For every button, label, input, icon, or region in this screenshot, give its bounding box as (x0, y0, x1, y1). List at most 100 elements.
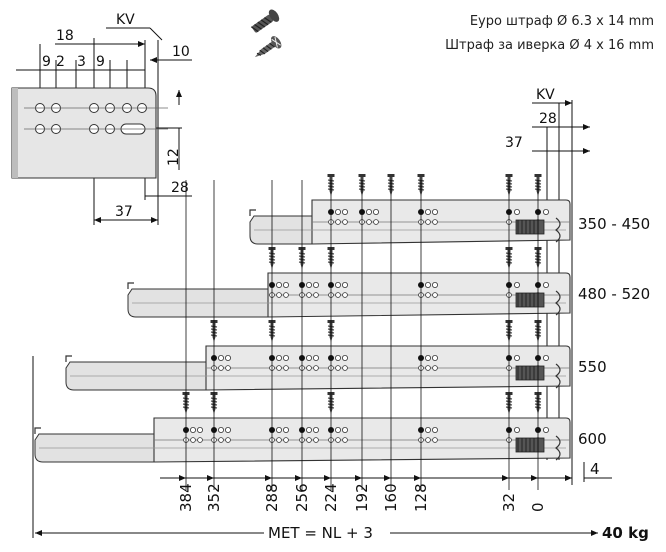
hole (543, 208, 550, 215)
end-clip (555, 217, 561, 243)
screw-head (327, 174, 335, 177)
hole (373, 219, 379, 225)
position-label: 32 (500, 493, 518, 512)
hole (366, 219, 372, 225)
hole (283, 437, 289, 443)
dimension-arrow (531, 475, 538, 481)
range-label-600: 600 (578, 430, 607, 448)
dimension-arrow (295, 475, 302, 481)
hole (306, 365, 312, 371)
end-clip (555, 290, 561, 316)
slide-row (34, 392, 571, 463)
hole (334, 281, 341, 288)
hole (341, 208, 348, 215)
detail-kv-label: KV (116, 12, 135, 28)
hole (514, 354, 521, 361)
hole (432, 292, 438, 298)
rail-hook (127, 282, 134, 289)
position-label: 256 (293, 483, 311, 512)
hole (283, 365, 289, 371)
right-kv-label: KV (536, 87, 555, 103)
hole (312, 426, 319, 433)
dimension-arrow (207, 475, 214, 481)
load-label: 40 kg (602, 524, 649, 542)
hole (365, 208, 372, 215)
dim-4-label: 4 (590, 460, 600, 478)
hole (424, 208, 431, 215)
hole (335, 365, 341, 371)
screw-head (505, 174, 513, 177)
hole (224, 354, 231, 361)
hole (305, 354, 312, 361)
hole (275, 426, 282, 433)
detail-10-label: 10 (172, 44, 190, 60)
hole (313, 365, 319, 371)
hole (543, 426, 550, 433)
euro-screw-note: Еуро штраф Ø 6.3 x 14 mm (469, 14, 654, 29)
hole (335, 437, 341, 443)
hole (341, 354, 348, 361)
dimension-arrow (265, 475, 272, 481)
hole (514, 281, 521, 288)
hole (217, 354, 224, 361)
hole (431, 426, 438, 433)
dimension-arrow (384, 475, 391, 481)
position-label: 352 (205, 483, 223, 512)
hole (305, 426, 312, 433)
hole (432, 365, 438, 371)
hole (334, 208, 341, 215)
hole (342, 437, 348, 443)
hole (197, 437, 203, 443)
position-label: 0 (529, 502, 547, 512)
range-label-550: 550 (578, 358, 607, 376)
slide-row (249, 174, 571, 245)
position-label: 384 (177, 483, 195, 512)
hole (341, 281, 348, 288)
position-label: 160 (382, 483, 400, 512)
dimension-arrow (355, 475, 362, 481)
dim-4 (560, 462, 612, 482)
range-label-350-450: 350 - 450 (578, 215, 650, 233)
wood-screw-icon (254, 36, 282, 58)
position-label: 224 (322, 483, 340, 512)
detail-9-label-a: 9 (42, 54, 51, 70)
screw-head (534, 174, 542, 177)
position-label: 192 (353, 483, 371, 512)
hole (282, 426, 289, 433)
hole (335, 219, 341, 225)
range-label-480-520: 480 - 520 (578, 285, 650, 303)
hole (313, 292, 319, 298)
hole (543, 354, 550, 361)
rail-hook (249, 209, 256, 216)
hole (283, 292, 289, 298)
hole (514, 208, 521, 215)
slide-rows (34, 174, 571, 490)
hole (218, 437, 224, 443)
detail-12-label: 12 (166, 148, 182, 166)
dimension-arrow (179, 475, 186, 481)
detail-37-label: 37 (115, 204, 133, 220)
hole (217, 426, 224, 433)
hole (282, 354, 289, 361)
hole (431, 354, 438, 361)
hole (282, 281, 289, 288)
detail-2-label: 2 (56, 54, 65, 70)
screw-head (387, 174, 395, 177)
hole (342, 219, 348, 225)
rail-hook (65, 355, 72, 362)
slide-row (65, 320, 571, 391)
detail-28-label: 28 (171, 180, 189, 196)
hole (431, 208, 438, 215)
hole (342, 365, 348, 371)
hole (276, 365, 282, 371)
hole (225, 365, 231, 371)
hole (432, 437, 438, 443)
hole (514, 426, 521, 433)
hole (224, 426, 231, 433)
detail-18-label: 18 (56, 28, 74, 44)
met-label: MET = NL + 3 (268, 524, 373, 542)
hole (276, 292, 282, 298)
